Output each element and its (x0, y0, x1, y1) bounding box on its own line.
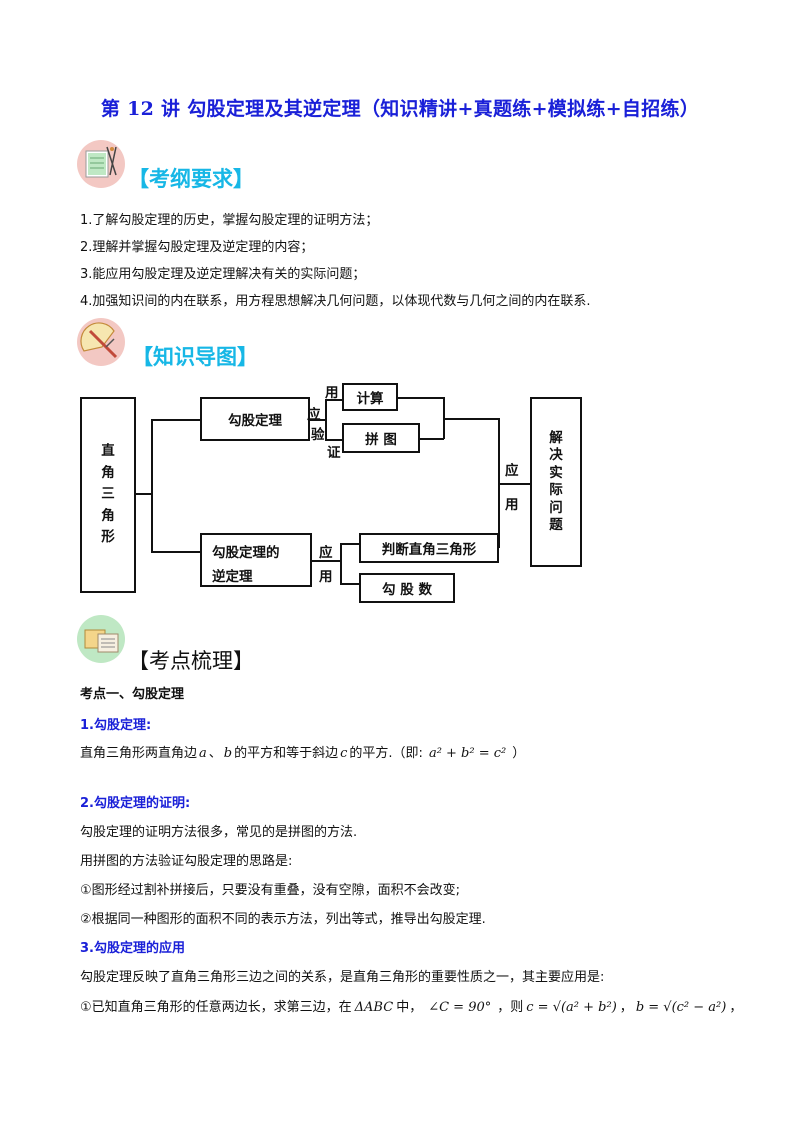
mindmap-theorem-box: 勾股定理 (200, 397, 310, 441)
list-item: 3.能应用勾股定理及逆定理解决有关的实际问题； (80, 267, 366, 282)
notebook-pencil-icon (76, 139, 126, 189)
mindmap-judge-box: 判断直角三角形 (359, 533, 499, 563)
requirements-list: 1.了解勾股定理的历史，掌握勾股定理的证明方法； 2.理解并掌握勾股定理及逆定理… (80, 207, 591, 315)
sub3-title: 3.勾股定理的应用 (80, 941, 185, 956)
point1-title: 考点一、勾股定理 (80, 687, 185, 702)
mindmap-heading: 【知识导图】 (132, 345, 258, 369)
sub1-title: 1.勾股定理: (80, 718, 152, 733)
sub3-line: 勾股定理反映了直角三角形三边之间的关系，是直角三角形的重要性质之一，其主要应用是… (80, 970, 605, 985)
sub2-title: 2.勾股定理的证明: (80, 796, 191, 811)
sub1-statement: 直角三角形两直角边 a 、 b 的平方和等于斜边 c 的平方.（即: a² + … (80, 746, 526, 761)
list-item: 1.了解勾股定理的历史，掌握勾股定理的证明方法； (80, 213, 379, 228)
points-heading: 【考点梳理】 (128, 649, 254, 673)
requirements-heading: 【考纲要求】 (128, 167, 254, 191)
knowledge-mindmap: 直 角 三 角 形 勾股定理 用 应 验 证 计算 拼 图 勾股定理的 逆定理 … (78, 375, 598, 615)
mindmap-label: 证 (327, 445, 341, 461)
mindmap-label: 验 (311, 427, 325, 443)
mindmap-label: 用 (505, 497, 519, 513)
mindmap-converse-box: 勾股定理的 逆定理 (200, 533, 312, 587)
mindmap-root-box: 直 角 三 角 形 (80, 397, 136, 593)
sub2-line: 用拼图的方法验证勾股定理的思路是: (80, 854, 293, 869)
list-item: 2.理解并掌握勾股定理及逆定理的内容； (80, 240, 314, 255)
protractor-ruler-icon (76, 317, 126, 367)
mindmap-label: 用 (319, 569, 333, 585)
books-icon (76, 614, 126, 664)
list-item: 4.加强知识间的内在联系，用方程思想解决几何问题，以体现代数与几何之间的内在联系… (80, 294, 591, 309)
sub2-line: ①图形经过割补拼接后，只要没有重叠，没有空隙，面积不会改变; (80, 883, 461, 898)
mindmap-label: 应 (505, 463, 519, 479)
mindmap-solve-box: 解 决 实 际 问 题 (530, 397, 582, 567)
sub2-line: 勾股定理的证明方法很多，常见的是拼图的方法. (80, 825, 358, 840)
sub2-line: ②根据同一种图形的面积不同的表示方法，列出等式，推导出勾股定理. (80, 912, 486, 927)
sub3-formula-line: ①已知直角三角形的任意两边长，求第三边，在 ΔABC 中， ∠C = 90° ，… (80, 1000, 743, 1015)
mindmap-label: 应 (319, 545, 333, 561)
mindmap-label: 用 (325, 385, 339, 401)
page-title: 第 12 讲 勾股定理及其逆定理（知识精讲+真题练+模拟练+自招练） (100, 98, 700, 120)
mindmap-triples-box: 勾 股 数 (359, 573, 455, 603)
mindmap-puzzle-box: 拼 图 (342, 423, 420, 453)
mindmap-calc-box: 计算 (342, 383, 398, 411)
